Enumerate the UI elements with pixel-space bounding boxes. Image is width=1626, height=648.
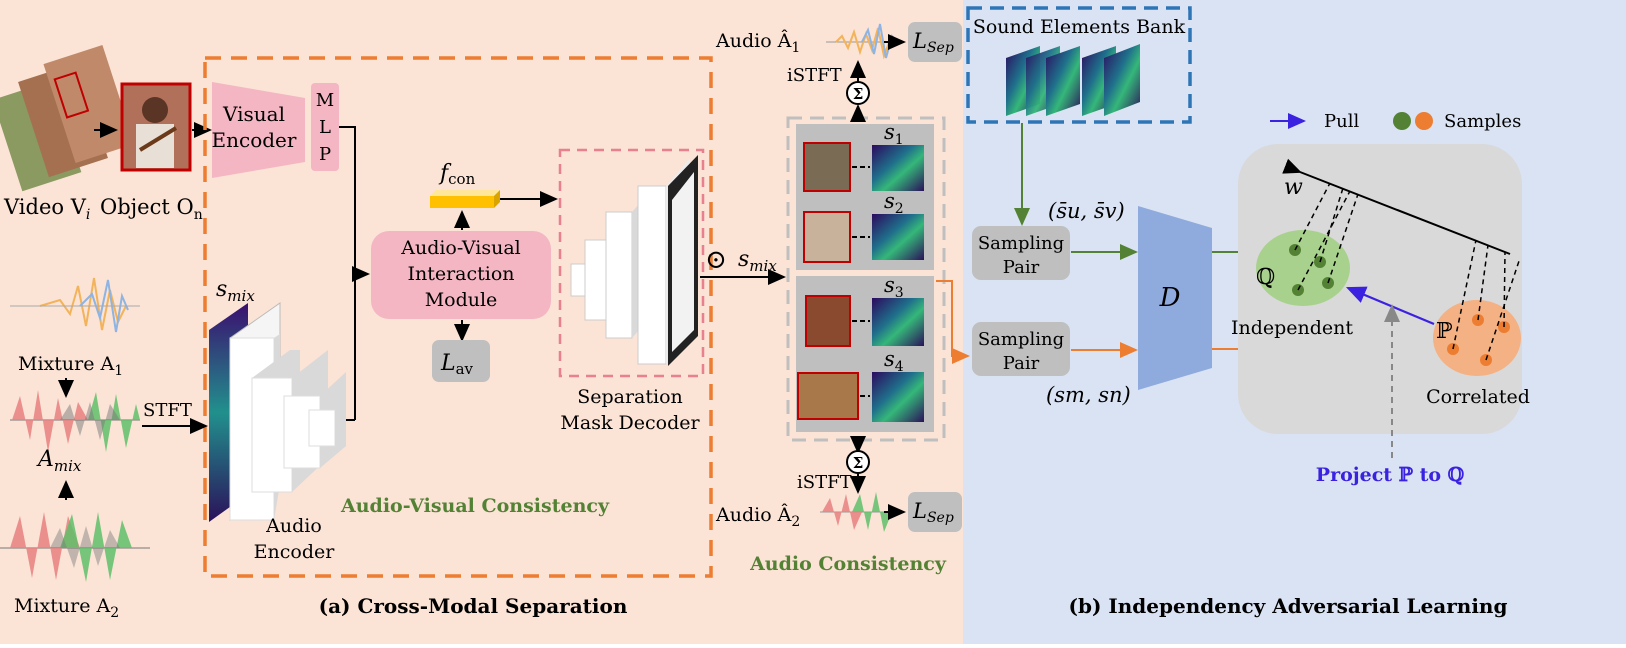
sigma-top-symbol: Σ bbox=[853, 85, 864, 103]
loss-sep-2-label: LSep bbox=[912, 499, 954, 526]
project-label: Project ℙ to ℚ bbox=[1316, 464, 1465, 486]
sampling-pair-1 bbox=[972, 226, 1070, 280]
mixture-2-label: Mixture A2 bbox=[14, 595, 119, 621]
istft-top-label: iSTFT bbox=[787, 65, 842, 86]
audio-encoder-label-2: Encoder bbox=[254, 541, 336, 563]
sigma-bottom-symbol: Σ bbox=[853, 454, 864, 472]
loss-sep-2-box bbox=[908, 492, 962, 532]
w-label: w bbox=[1284, 175, 1303, 200]
legend-green-dot bbox=[1393, 112, 1411, 130]
projection-line-w bbox=[1282, 158, 1511, 255]
legend-pull: Pull bbox=[1324, 111, 1359, 132]
avim-label-3: Module bbox=[425, 289, 498, 311]
loss-av-box bbox=[432, 340, 490, 382]
decoder-label-1: Separation bbox=[577, 386, 683, 408]
source-3-image bbox=[805, 295, 851, 347]
sampling-pair-1-label-1: Sampling bbox=[978, 233, 1064, 254]
mixture-1-waveform bbox=[10, 277, 140, 333]
sampling-pair-2 bbox=[972, 322, 1070, 376]
s-mix-label: smix bbox=[216, 277, 255, 305]
pair-mn-label: (sm, sn) bbox=[1046, 383, 1131, 407]
av-consistency-label: Audio-Visual Consistency bbox=[340, 495, 610, 517]
sampling-pair-2-label-1: Sampling bbox=[978, 329, 1064, 350]
pair-uv-label: (s̄u, s̄v) bbox=[1048, 199, 1125, 223]
video-label: Video Vi bbox=[3, 195, 90, 223]
mlp-l: L bbox=[319, 117, 331, 138]
orange-projections bbox=[1452, 239, 1521, 361]
panel-a-caption: (a) Cross-Modal Separation bbox=[319, 594, 628, 618]
decoder-dashed-box bbox=[558, 148, 705, 378]
sampling-pair-1-label-2: Pair bbox=[1003, 257, 1040, 278]
sound-bank-spectrograms bbox=[1006, 44, 1140, 116]
audio-hat-1-label: Audio Â1 bbox=[715, 29, 800, 56]
audio-consistency-label: Audio Consistency bbox=[749, 553, 947, 575]
visual-encoder-label-2: Encoder bbox=[212, 128, 297, 152]
visual-encoder-label-1: Visual bbox=[222, 102, 285, 126]
mixture-2-waveform bbox=[0, 512, 150, 582]
q-symbol: ℚ bbox=[1256, 265, 1275, 290]
discriminator-label: D bbox=[1159, 283, 1181, 313]
legend-orange-dot bbox=[1415, 112, 1433, 130]
source-1-image bbox=[803, 142, 851, 192]
loss-sep-1-box bbox=[908, 22, 962, 62]
s2-label: s2 bbox=[884, 189, 904, 217]
audio-encoder-label-1: Audio bbox=[265, 515, 322, 537]
source-4-image bbox=[797, 372, 859, 420]
audio-visual-interaction-module bbox=[371, 231, 551, 319]
avim-label-1: Audio-Visual bbox=[400, 237, 521, 259]
a-mix-label: Amix bbox=[36, 447, 82, 475]
mlp-m: M bbox=[316, 90, 334, 111]
object-label: Object On bbox=[100, 195, 203, 223]
source-2-image bbox=[803, 211, 851, 263]
stft-label: STFT bbox=[143, 400, 192, 421]
mlp-block bbox=[311, 83, 339, 171]
loss-av-label: Lav bbox=[440, 351, 474, 378]
green-projections bbox=[1294, 182, 1359, 291]
source-4-spectrogram bbox=[872, 372, 924, 422]
visual-encoder bbox=[212, 82, 305, 178]
mixture-mix-waveform bbox=[10, 390, 140, 452]
source-2-spectrogram bbox=[872, 214, 924, 260]
correlated-label: Correlated bbox=[1426, 386, 1530, 408]
avim-label-2: Interaction bbox=[407, 263, 514, 285]
separation-mask-decoder bbox=[570, 155, 698, 366]
av-consistency-box bbox=[203, 56, 713, 578]
discriminator bbox=[1138, 206, 1212, 390]
f-con-vector bbox=[430, 190, 500, 196]
p-symbol: ℙ bbox=[1436, 319, 1453, 344]
panel-b-caption: (b) Independency Adversarial Learning bbox=[1069, 594, 1508, 618]
mixture-1-label: Mixture A1 bbox=[18, 353, 123, 379]
s3-label: s3 bbox=[884, 273, 904, 301]
object-image bbox=[120, 82, 192, 172]
decoder-label-2: Mask Decoder bbox=[560, 412, 700, 434]
mlp-p: P bbox=[319, 144, 331, 165]
source-3-spectrogram bbox=[872, 298, 924, 346]
sampling-pair-2-label-2: Pair bbox=[1003, 353, 1040, 374]
correlated-cluster bbox=[1433, 300, 1521, 376]
sound-elements-bank-title: Sound Elements Bank bbox=[973, 16, 1186, 38]
independent-label: Independent bbox=[1231, 317, 1353, 339]
sound-elements-bank-box bbox=[966, 6, 1192, 124]
separated-sources-box bbox=[786, 116, 946, 442]
loss-sep-1-label: LSep bbox=[912, 29, 954, 56]
audio-hat-2-label: Audio Â2 bbox=[715, 503, 800, 530]
s4-label: s4 bbox=[884, 347, 904, 375]
legend-samples: Samples bbox=[1444, 111, 1521, 132]
source-1-spectrogram bbox=[872, 145, 924, 191]
s1-label: s1 bbox=[884, 120, 904, 148]
istft-bottom-label: iSTFT bbox=[797, 472, 852, 493]
odot-symbol: ⊙ bbox=[705, 245, 727, 275]
audio-encoder bbox=[229, 302, 346, 521]
